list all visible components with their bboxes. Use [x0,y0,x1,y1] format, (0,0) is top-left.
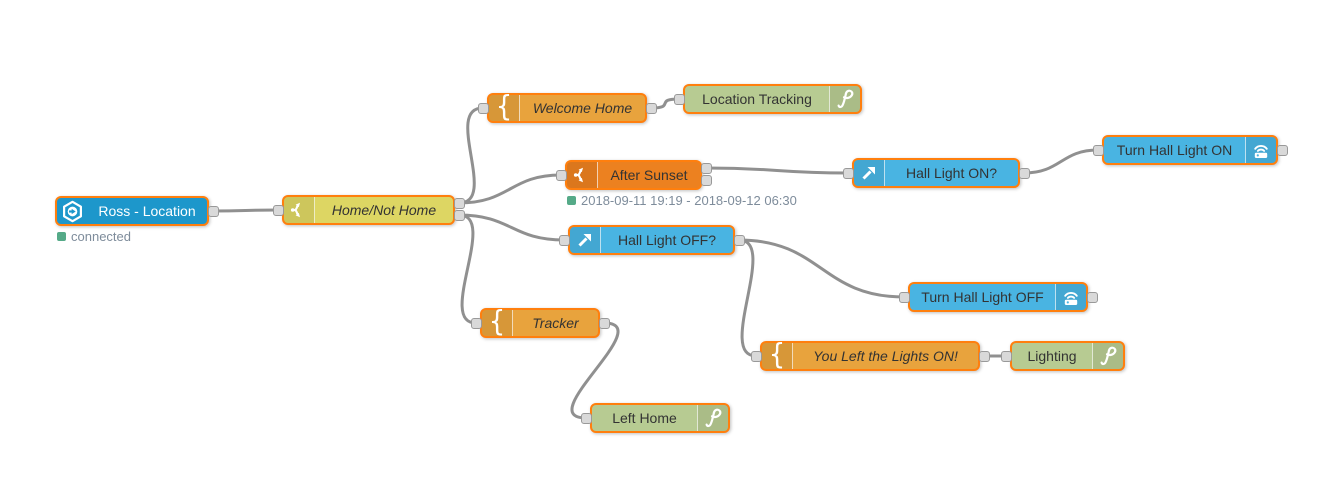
node-left-home[interactable]: Left Home [590,403,730,433]
input-port[interactable] [1092,144,1104,156]
input-port[interactable] [558,234,570,246]
input-port[interactable] [750,350,762,362]
node-hall-light-on[interactable]: Hall Light ON? [852,158,1020,188]
template-icon: { [762,340,793,369]
node-lighting[interactable]: Lighting [1010,341,1125,371]
output-port[interactable] [733,234,745,246]
wire-home-not-home-to-tracker[interactable] [458,213,477,325]
node-turn-hall-light-on[interactable]: Turn Hall Light ON [1102,135,1278,165]
node-label: Tracker [532,315,579,331]
device-icon [1055,284,1086,310]
node-home-not-home[interactable]: Home/Not Home [282,195,455,225]
input-port[interactable] [898,291,910,303]
wire-hall-light-off-to-turn-hall-light-off[interactable] [738,238,905,299]
pushover-icon [829,86,860,112]
template-icon: { [482,307,513,336]
pushover-icon [697,405,728,431]
node-ross-location[interactable]: Ross - Location [55,196,209,226]
wire-home-not-home-to-welcome-home[interactable] [458,106,484,205]
node-label: Home/Not Home [331,202,437,218]
input-port[interactable] [555,169,567,181]
node-label: After Sunset [610,167,688,183]
node-you-left-lights-on[interactable]: { You Left the Lights ON! [760,340,980,371]
output-port[interactable] [700,162,712,174]
output-port[interactable] [700,174,712,186]
node-label: Hall Light OFF? [617,232,717,248]
switch-icon [567,162,598,188]
output-port[interactable] [453,197,465,209]
status-text: 2018-09-11 19:19 - 2018-09-12 06:30 [581,193,797,208]
input-port[interactable] [842,167,854,179]
node-after-sunset[interactable]: After Sunset [565,160,702,190]
node-location-tracking[interactable]: Location Tracking [683,84,862,114]
input-port[interactable] [1000,350,1012,362]
node-label: Turn Hall Light OFF [921,289,1044,305]
node-welcome-home[interactable]: { Welcome Home [487,92,647,123]
input-port[interactable] [477,102,489,114]
status-text: connected [71,229,131,244]
output-port[interactable] [645,102,657,114]
wire-ross-location-to-home-not-home[interactable] [212,208,279,213]
input-port[interactable] [673,93,685,105]
output-port[interactable] [1086,291,1098,303]
output-port[interactable] [598,317,610,329]
node-label: Left Home [612,410,677,426]
arrow-icon [854,160,885,186]
wire-hall-light-on-to-turn-hall-light-on[interactable] [1023,148,1099,175]
wire-home-not-home-to-hall-light-off[interactable] [458,213,565,242]
wire-after-sunset-to-hall-light-on[interactable] [705,166,849,175]
node-label: Ross - Location [98,203,196,219]
node-label: You Left the Lights ON! [813,348,958,364]
node-status: 2018-09-11 19:19 - 2018-09-12 06:30 [567,193,797,208]
node-label: Turn Hall Light ON [1116,142,1233,158]
wire-home-not-home-to-after-sunset[interactable] [458,173,562,205]
node-label: Hall Light ON? [905,165,998,181]
node-label: Location Tracking [702,91,812,107]
input-port[interactable] [580,412,592,424]
input-port[interactable] [470,317,482,329]
wire-hall-light-off-to-you-left-lights-on[interactable] [738,238,757,358]
output-port[interactable] [978,350,990,362]
output-port[interactable] [1276,144,1288,156]
arrow-icon [570,227,601,253]
wire-tracker-to-left-home[interactable] [570,321,620,420]
node-hall-light-off[interactable]: Hall Light OFF? [568,225,735,255]
node-tracker[interactable]: { Tracker [480,307,600,338]
wire-welcome-home-to-location-tracking[interactable] [650,97,680,110]
output-port[interactable] [453,209,465,221]
switch-icon [284,197,315,223]
node-status: connected [57,229,131,244]
node-turn-hall-light-off[interactable]: Turn Hall Light OFF [908,282,1088,312]
status-dot-icon [57,232,66,241]
device-icon [1245,137,1276,163]
output-port[interactable] [1018,167,1030,179]
node-label: Lighting [1027,348,1077,364]
template-icon: { [489,92,520,121]
pushover-icon [1092,343,1123,369]
status-dot-icon [567,196,576,205]
node-label: Welcome Home [532,100,633,116]
input-port[interactable] [272,204,284,216]
owntracks-icon [57,198,87,224]
output-port[interactable] [207,205,219,217]
